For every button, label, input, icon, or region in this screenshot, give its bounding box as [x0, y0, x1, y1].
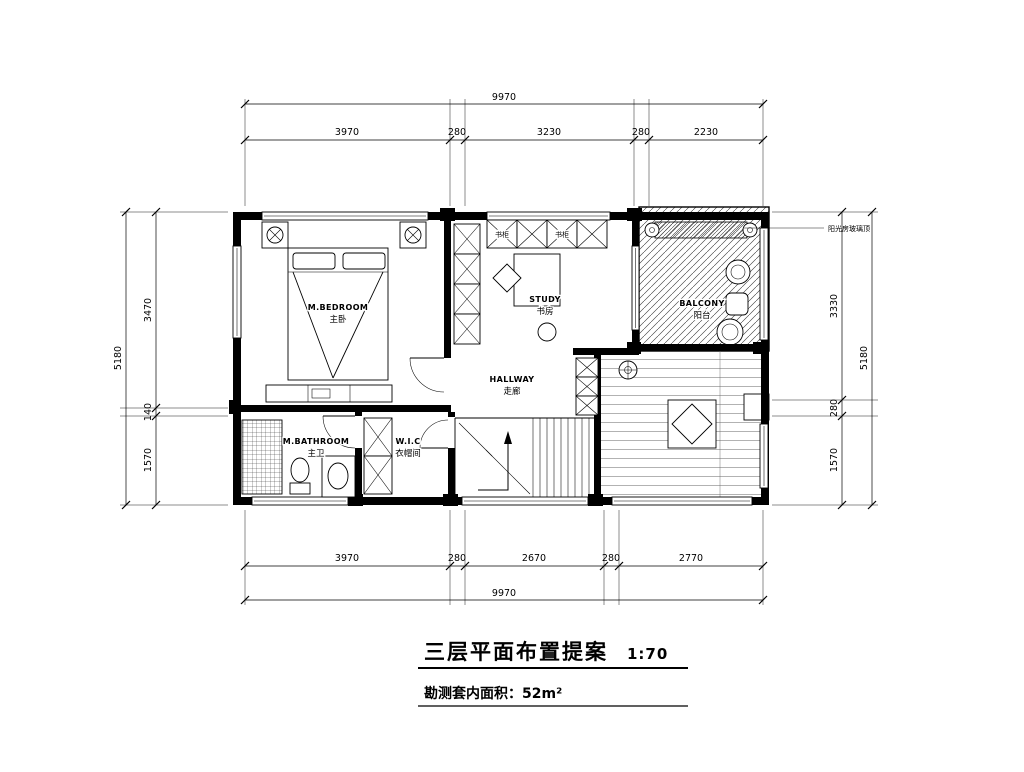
- bed-throw: [292, 271, 334, 379]
- dim-right-seg: 1570: [829, 448, 840, 472]
- dim-top-seg: 2230: [694, 127, 718, 138]
- bedroom-area: [261, 221, 427, 403]
- stool: [537, 322, 557, 342]
- wardrobe-cabinets: [453, 223, 481, 345]
- balcony-label-zh: 阳台: [693, 310, 710, 321]
- dim-bottom-seg: 280: [448, 553, 466, 564]
- bed-throw: [332, 271, 384, 379]
- closet-label-zh: 衣帽间: [395, 448, 421, 459]
- balcony-chair: [716, 318, 744, 346]
- column: [443, 494, 458, 506]
- annotation: 阳光房玻璃顶: [744, 223, 871, 234]
- dimensions-left: 5180 3470 140 1570: [113, 207, 228, 510]
- balcony-label-en: BALCONY: [679, 299, 724, 308]
- dim-left-seg: 3470: [143, 298, 154, 322]
- dim-top-seg: 280: [632, 127, 650, 138]
- area-note: 勘测套内面积：52m²: [424, 685, 562, 702]
- study-label-en: STUDY: [529, 295, 561, 304]
- column: [627, 208, 642, 221]
- tv: [311, 388, 331, 399]
- closet-door-swing: [419, 419, 449, 449]
- washbasin: [327, 462, 349, 490]
- pillow: [292, 252, 336, 270]
- pillow: [342, 252, 386, 270]
- column: [588, 494, 603, 506]
- dim-top-seg: 280: [448, 127, 466, 138]
- balcony-chair: [725, 259, 751, 285]
- title-block: 三层平面布置提案 1:70 勘测套内面积：52m²: [418, 640, 688, 707]
- toilet: [290, 457, 310, 483]
- bookcase-label: 书柜: [555, 230, 569, 239]
- bedroom-label-en: M.BEDROOM: [308, 303, 369, 312]
- bathroom-door-swing: [322, 415, 356, 449]
- room-labels: M.BEDROOM 主卧 STUDY 书房 BALCONY 阳台 HALLWAY…: [281, 229, 725, 461]
- dim-right-overall: 5180: [859, 346, 870, 370]
- bathroom-label-zh: 主卫: [307, 448, 325, 459]
- bookcase-label: 书柜: [495, 230, 509, 239]
- stairs-direction-line: [478, 440, 509, 491]
- sunroom-annotation: 阳光房玻璃顶: [828, 224, 870, 233]
- drawing-title: 三层平面布置提案: [424, 640, 608, 664]
- drawing-scale: 1:70: [627, 645, 668, 663]
- terrace-table: [667, 399, 717, 449]
- dim-top-seg: 3230: [537, 127, 561, 138]
- balcony-area: [638, 206, 770, 352]
- column: [440, 208, 455, 221]
- dim-left-overall: 5180: [113, 346, 124, 370]
- tv-cabinet: [265, 384, 393, 403]
- column: [229, 400, 241, 414]
- lamp-icon: [404, 226, 422, 244]
- terrace-table-top: [671, 403, 713, 445]
- hallway-label-zh: 走廊: [503, 386, 521, 397]
- dim-left-seg: 1570: [143, 448, 154, 472]
- dim-bottom-seg: 2770: [679, 553, 703, 564]
- dimensions-top: 9970 3970 280 3230 280 2230: [240, 92, 768, 206]
- dim-left-seg: 140: [143, 403, 154, 421]
- vanity-counter: [321, 455, 356, 498]
- toilet-tank: [289, 482, 311, 495]
- bathroom-label-en: M.BATHROOM: [283, 437, 350, 446]
- dim-right-seg: 280: [829, 399, 840, 417]
- shower: [241, 419, 283, 495]
- terrace-area: [601, 351, 770, 497]
- closet-label-en: W.I.C: [395, 437, 420, 446]
- plant-pot-icon: [742, 222, 758, 238]
- desk: [513, 253, 561, 307]
- study-label-zh: 书房: [536, 306, 553, 317]
- balcony-side-table: [725, 292, 749, 316]
- dim-right-seg: 3330: [829, 294, 840, 318]
- dim-bottom-seg: 280: [602, 553, 620, 564]
- bedroom-door-swing: [409, 357, 445, 393]
- balcony-bench: [654, 221, 748, 239]
- column: [627, 342, 641, 354]
- study-area: [453, 219, 608, 345]
- stairs-arrow-icon: [504, 431, 512, 444]
- dim-bottom-seg: 3970: [335, 553, 359, 564]
- dim-top-seg: 3970: [335, 127, 359, 138]
- hallway-label-en: HALLWAY: [490, 375, 535, 384]
- shoe-cabinets: [575, 357, 599, 416]
- dim-top-overall: 9970: [492, 92, 516, 103]
- dim-bottom-seg: 2670: [522, 553, 546, 564]
- dim-bottom-overall: 9970: [492, 588, 516, 599]
- hallway-area: [409, 357, 599, 416]
- column: [753, 342, 769, 354]
- windows: [232, 211, 769, 506]
- desk-chair: [492, 263, 522, 293]
- lamp-icon: [266, 226, 284, 244]
- stairs: [454, 417, 594, 497]
- bookcase-cabinets: [486, 219, 608, 249]
- bedroom-label-zh: 主卧: [329, 314, 347, 325]
- bed: [287, 247, 389, 381]
- bathroom-area: [241, 415, 356, 498]
- dimensions-right: 3330 280 1570 5180: [772, 207, 878, 510]
- plant-pot-icon: [644, 222, 660, 238]
- dimensions-bottom: 3970 280 2670 280 2770 9970: [240, 510, 768, 605]
- closet-area: [363, 417, 449, 495]
